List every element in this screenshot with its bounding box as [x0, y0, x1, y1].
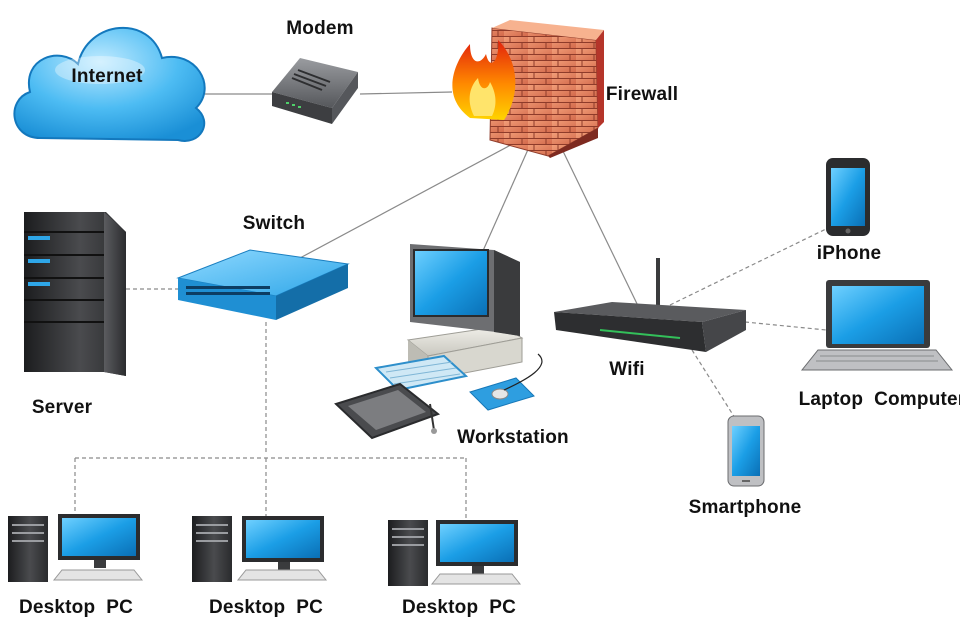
internet-cloud-icon	[13, 26, 206, 142]
link-firewall-wifi	[559, 144, 641, 311]
desktop-pc-3-label: Desktop PC	[401, 597, 517, 618]
link-modem-firewall	[359, 91, 453, 95]
switch-label: Switch	[242, 213, 306, 234]
desktop-pc-2-icon	[192, 516, 328, 582]
modem-icon	[272, 58, 358, 124]
switch-icon	[176, 249, 350, 320]
firewall-label: Firewall	[605, 84, 679, 105]
link-wifi-smartphone	[691, 349, 736, 419]
link-firewall-switch	[299, 139, 521, 259]
iphone-label: iPhone	[816, 243, 882, 264]
connection-lines	[74, 91, 829, 520]
iphone-icon	[826, 158, 870, 236]
desktop-pc-3-icon	[388, 520, 522, 586]
link-firewall-workstation	[477, 144, 531, 263]
smartphone-label: Smartphone	[688, 497, 802, 518]
link-wifi-iphone	[669, 227, 829, 306]
smartphone-icon	[727, 415, 765, 487]
workstation-label: Workstation	[457, 427, 569, 448]
link-wifi-laptop	[744, 321, 827, 331]
laptop-icon	[800, 280, 954, 371]
desktop-pc-1-label: Desktop PC	[18, 597, 134, 618]
internet-label: Internet	[71, 66, 143, 87]
desktop-pc-1-icon	[8, 514, 144, 582]
modem-label: Modem	[286, 18, 354, 39]
wifi-label: Wifi	[609, 359, 645, 380]
desktop-pc-2-label: Desktop PC	[208, 597, 324, 618]
firewall-icon	[452, 20, 604, 158]
wifi-router-icon	[554, 258, 746, 352]
server-label: Server	[31, 397, 93, 418]
server-icon	[24, 212, 126, 376]
workstation-icon	[334, 244, 543, 440]
laptop-label: Laptop Computer	[798, 389, 960, 410]
